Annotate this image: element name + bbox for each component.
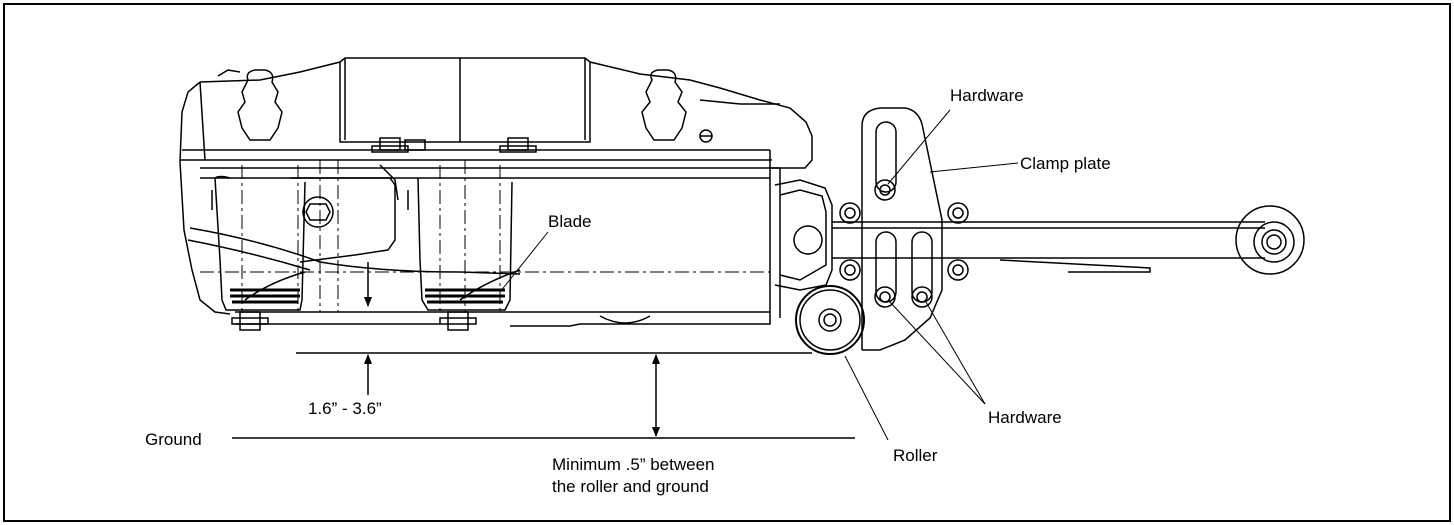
label-blade: Blade <box>548 212 591 231</box>
label-hardware-top: Hardware <box>950 86 1024 105</box>
label-roller: Roller <box>893 446 938 465</box>
label-minimum-line2: the roller and ground <box>552 477 709 496</box>
outer-border <box>3 3 1451 522</box>
label-clamp-plate: Clamp plate <box>1020 154 1111 173</box>
clamp-assembly <box>774 107 1305 355</box>
label-ground: Ground <box>145 430 202 449</box>
center-lines <box>200 160 770 312</box>
dimension-lines <box>232 262 855 439</box>
label-hardware-bottom: Hardware <box>988 408 1062 427</box>
label-minimum-line1: Minimum .5” between <box>552 455 715 474</box>
deck-body <box>179 57 813 331</box>
label-height-range: 1.6” - 3.6” <box>308 399 382 418</box>
leader-lines <box>499 109 1019 441</box>
